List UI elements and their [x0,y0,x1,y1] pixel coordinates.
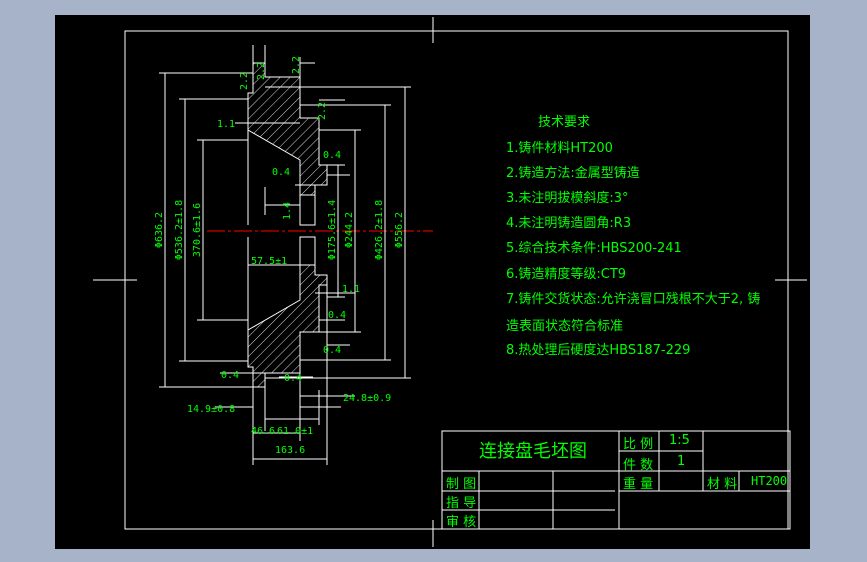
dim-d-175: Φ175.6±1.4 [327,200,338,260]
dim-46-6: 46.6 [251,426,275,437]
scale-label: 比 例 [623,437,654,452]
upper-section [247,62,328,226]
title-block-grid [441,430,791,530]
requirement-item: 8.热处理后硬度达HBS187-229 [506,343,691,358]
requirements-title: 技术要求 [538,115,591,130]
drawing-canvas: Φ636.2 Φ536.2±1.8 370.6±1.6 Φ175.6±1.4 Φ… [93,17,807,547]
requirement-item: 6.铸造精度等级:CT9 [506,267,627,282]
dim-0-4-d: 0.4 [323,345,341,356]
requirement-item: 7.铸件交货状态:允许浇冒口残根不大于2, 铸 [506,292,761,307]
dim-d-536: Φ536.2±1.8 [174,200,185,260]
requirement-item: 2.铸造方法:金属型铸造 [506,166,640,181]
quantity-value: 1 [677,454,686,469]
weight-label: 重 量 [623,477,654,492]
requirement-item: 造表面状态符合标准 [506,319,624,334]
dim-2-2-inner: 2.2 [317,102,328,120]
dim-24-8: 24.8±0.9 [343,393,391,404]
dimension-texts: Φ636.2 Φ536.2±1.8 370.6±1.6 Φ175.6±1.4 Φ… [154,56,405,456]
dim-0-4-f: 0.4 [284,373,302,384]
dim-1-1-bottom: 1.1 [342,284,360,295]
requirement-item: 4.未注明铸造圆角:R3 [506,216,632,231]
dim-d-556: Φ556.2 [394,212,405,248]
scale-value: 1:5 [669,433,690,448]
guide-label: 指 导 [446,496,477,511]
dim-57-5: 57.5±1 [251,256,287,267]
dim-14-9: 14.9±0.8 [187,404,235,415]
quantity-label: 件 数 [623,458,654,473]
dim-1-4: 1.4 [282,202,293,220]
dim-1-1-top: 1.1 [217,119,235,130]
material-label: 材 料 [707,477,738,492]
dim-0-4-c: 0.4 [328,310,346,321]
dim-163-6: 163.6 [275,445,305,456]
dim-2-2-right: 2.2 [291,56,302,74]
dim-0-4-b: 0.4 [272,167,290,178]
lower-section [247,236,328,388]
dim-0-4-a: 0.4 [323,150,341,161]
review-label: 审 核 [446,515,477,530]
requirement-item: 5.综合技术条件:HBS200-241 [506,241,682,256]
drawn-label: 制 图 [446,477,477,492]
dim-2-2-top: 2.2 [256,62,267,80]
dimension-lines [159,45,411,465]
requirement-item: 3.未注明拔模斜度:3° [506,191,629,206]
dim-2-2-left: 2.2 [239,72,250,90]
dim-d-426: Φ426.2±1.8 [374,200,385,260]
requirement-item: 1.铸件材料HT200 [506,141,613,156]
material-value: HT200 [751,474,788,488]
drawing-name: 连接盘毛坯图 [479,441,587,462]
dim-d-370: 370.6±1.6 [192,203,203,257]
dim-0-4-e: 0.4 [221,370,239,381]
dim-d-244: Φ244.2 [344,212,355,248]
dim-61-0: 61.0±1 [277,426,313,437]
drawing-sheet: Φ636.2 Φ536.2±1.8 370.6±1.6 Φ175.6±1.4 Φ… [55,15,810,549]
sheet-frame [93,17,807,547]
dim-d-outer: Φ636.2 [154,212,165,248]
